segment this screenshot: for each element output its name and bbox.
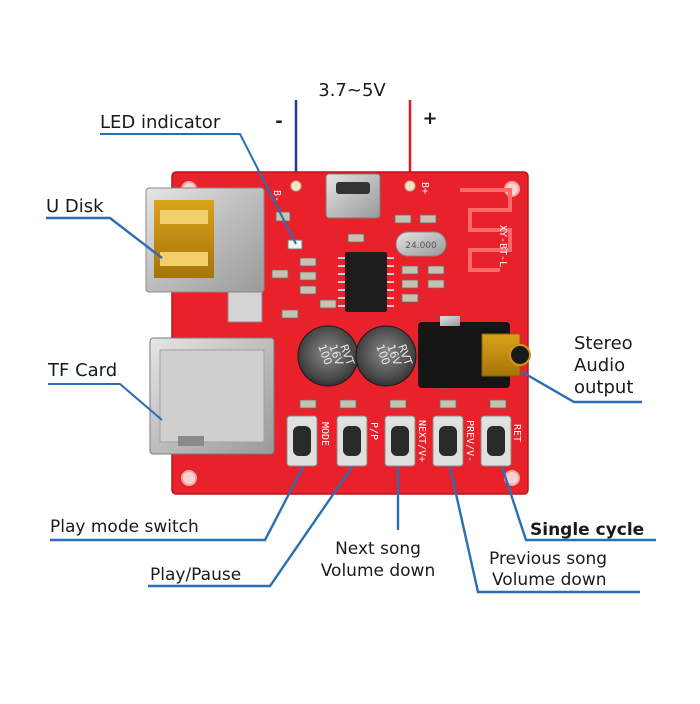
tf-card-slot [149, 337, 275, 455]
label-tf-card: TF Card [47, 360, 117, 381]
label-next-1: Next song [335, 539, 421, 559]
silk-mode: MODE [319, 422, 330, 446]
button-prev[interactable] [432, 415, 464, 467]
supply-voltage: 3.7~5V [318, 80, 386, 101]
label-prev-1: Previous song [489, 549, 607, 569]
silk-play-pause: P/P [368, 422, 379, 440]
leader-play-pause [148, 466, 353, 588]
silk-next: NEXT/V+ [416, 420, 427, 462]
capacitor-left: 100 16V RVT [297, 325, 359, 387]
label-next-2: Volume down [321, 561, 436, 581]
leader-led [100, 133, 297, 245]
label-udisk: U Disk [46, 196, 104, 217]
label-single-cycle: Single cycle [530, 520, 644, 540]
label-stereo-3: output [574, 377, 633, 398]
bluetooth-antenna [460, 188, 512, 272]
label-prev-2: Volume down [492, 570, 607, 590]
button-play-pause[interactable] [336, 415, 368, 467]
button-next[interactable] [384, 415, 416, 467]
label-led-indicator: LED indicator [100, 112, 221, 133]
leader-prev [448, 466, 640, 594]
silk-module-name: XY-BT-L [497, 225, 508, 267]
crystal [395, 231, 447, 257]
leader-tf [48, 383, 163, 421]
button-ret[interactable] [480, 415, 512, 467]
silk-pin-plus: B+ [419, 182, 430, 194]
label-stereo-2: Audio [574, 355, 625, 376]
label-stereo-1: Stereo [574, 333, 633, 354]
silk-ret: RET [511, 424, 522, 442]
capacitor-right: 100 16V RVT [355, 325, 417, 387]
silk-prev: PREV/V- [464, 420, 475, 462]
leader-udisk [46, 216, 163, 259]
silk-pin-minus: B- [271, 190, 282, 202]
leader-stereo [521, 370, 642, 404]
label-play-mode: Play mode switch [50, 517, 199, 537]
micro-usb-port [325, 173, 381, 219]
supply-plus: + [422, 108, 437, 129]
leader-single [500, 466, 656, 542]
usb-a-port [145, 187, 265, 323]
audio-jack [418, 316, 531, 388]
button-mode[interactable] [286, 415, 318, 467]
leader-play-mode [50, 466, 305, 542]
silk-crystal: 24.000 [405, 241, 437, 251]
pcb-board: B- B+ XY-BT-L 24.000 [145, 171, 531, 495]
supply-minus: - [275, 111, 282, 132]
main-chip [345, 252, 387, 312]
label-play-pause: Play/Pause [150, 565, 241, 585]
